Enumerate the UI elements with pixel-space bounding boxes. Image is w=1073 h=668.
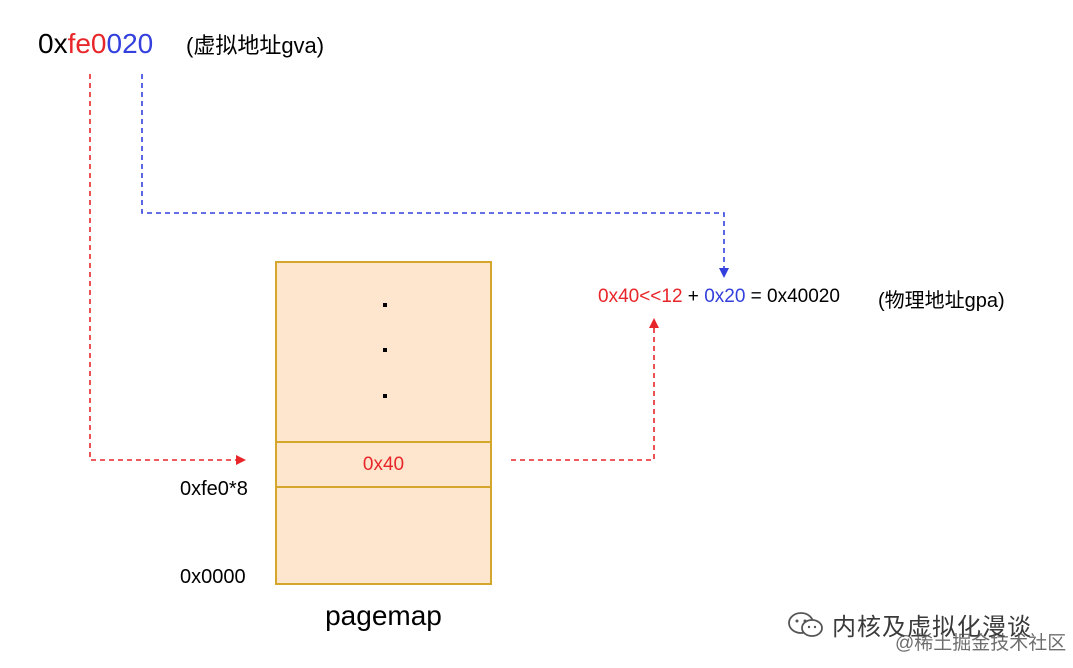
offset-arrow bbox=[141, 74, 729, 278]
page-index-arrow bbox=[89, 74, 246, 465]
pa-result: = 0x40020 bbox=[745, 286, 840, 307]
pagemap-table: 0x40 bbox=[275, 261, 492, 585]
va-offset-part: 020 bbox=[106, 28, 154, 59]
pa-offset: 0x20 bbox=[704, 286, 746, 307]
ellipsis-dot bbox=[383, 394, 387, 398]
wechat-icon bbox=[788, 612, 823, 637]
physical-address-formula: 0x40<<12 + 0x20 = 0x40020 bbox=[598, 285, 840, 309]
entry-top-border bbox=[277, 441, 490, 443]
virtual-address: 0xfe0020 bbox=[38, 26, 153, 62]
watermark-title: 内核及虚拟化漫谈 bbox=[832, 614, 1032, 641]
pagemap-title: pagemap bbox=[325, 600, 442, 631]
va-note: (虚拟地址gva) bbox=[186, 33, 325, 58]
pa-note: (物理地址gpa) bbox=[878, 290, 1005, 312]
va-prefix: 0x bbox=[38, 28, 68, 59]
pagemap-entry-value: 0x40 bbox=[362, 454, 405, 475]
watermark-subtitle: @稀土掘金技术社区 bbox=[895, 633, 1067, 654]
va-page-part: fe0 bbox=[67, 28, 107, 59]
entry-index-label: 0xfe0*8 bbox=[180, 478, 248, 500]
base-address-label: 0x0000 bbox=[180, 566, 246, 588]
pa-plus: + bbox=[682, 286, 705, 307]
ellipsis-dot bbox=[383, 303, 387, 307]
pa-shifted-frame: 0x40<<12 bbox=[598, 286, 683, 307]
entry-bottom-border bbox=[277, 486, 490, 488]
ellipsis-dot bbox=[383, 348, 387, 352]
frame-number-arrow bbox=[511, 318, 659, 461]
